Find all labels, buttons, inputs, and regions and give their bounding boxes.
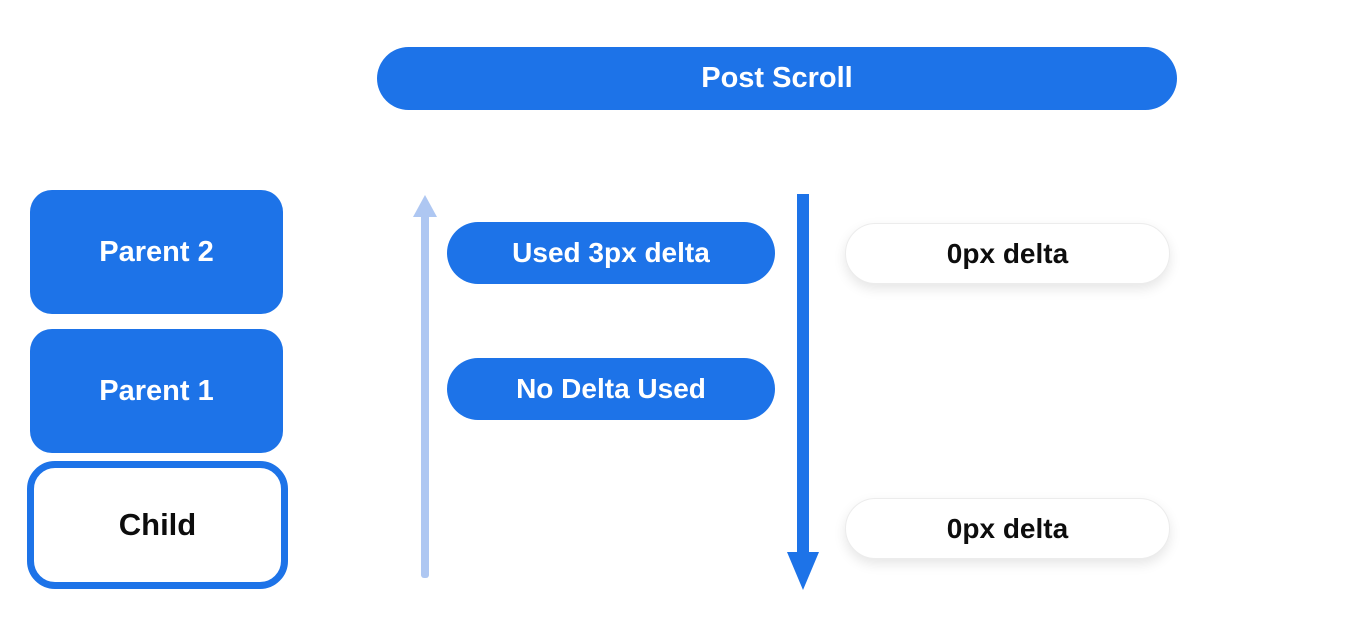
no-delta-used-pill: No Delta Used [447,358,775,420]
used-3px-delta-label: Used 3px delta [512,237,710,268]
no-delta-used-label: No Delta Used [516,373,706,404]
parent2-box: Parent 2 [30,190,283,314]
child-label: Child [118,507,197,542]
zero-px-delta-top-label: 0px delta [946,237,1069,269]
parent2-label: Parent 2 [99,235,214,268]
parent1-label: Parent 1 [99,374,214,407]
up-arrow-icon [411,195,439,581]
child-box: Child [27,461,288,589]
zero-px-delta-top-pill: 0px delta [845,223,1170,284]
post-scroll-title-label: Post Scroll [701,62,853,94]
zero-px-delta-bottom-label: 0px delta [946,512,1069,544]
zero-px-delta-bottom-pill: 0px delta [845,498,1170,559]
down-arrow-icon [784,194,822,590]
used-3px-delta-pill: Used 3px delta [447,222,775,284]
parent1-box: Parent 1 [30,329,283,453]
post-scroll-title-pill: Post Scroll [377,47,1177,110]
